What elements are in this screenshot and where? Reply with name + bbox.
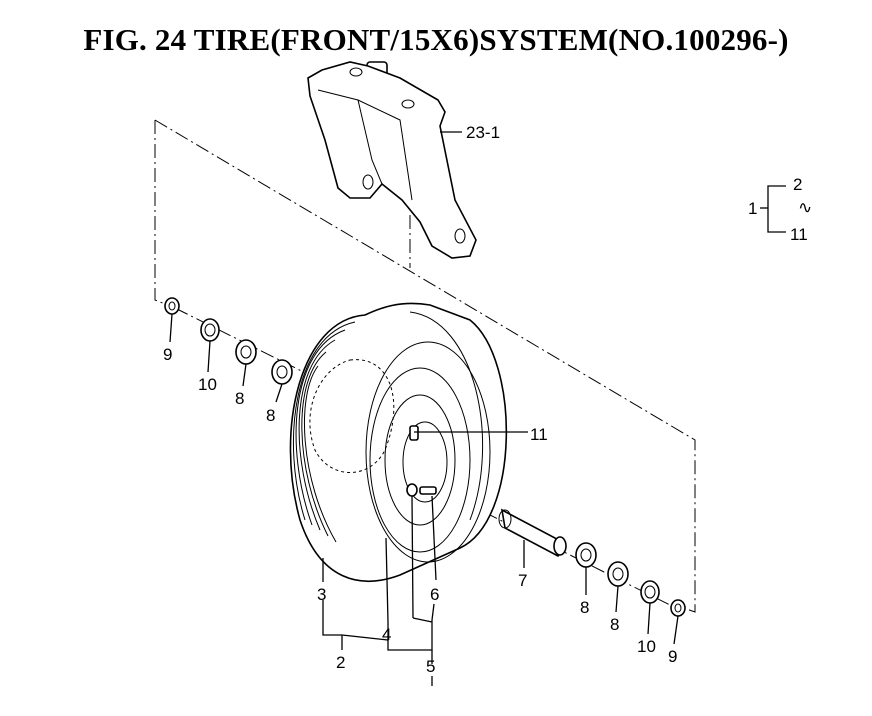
washer-right	[670, 599, 686, 617]
callout-seal-left: 10	[198, 375, 217, 394]
front-fork-bracket	[307, 61, 477, 259]
valve-stem	[409, 425, 419, 441]
callout-tire: 3	[317, 585, 326, 604]
callout-fork-23-1: 23-1	[466, 123, 500, 142]
bearing-right-b	[607, 561, 629, 587]
callout-legend-parent: 1	[748, 199, 757, 218]
figure-title: FIG. 24 TIRE(FRONT/15X6)SYSTEM(NO.100296…	[83, 22, 789, 57]
tire	[289, 302, 508, 582]
callout-bearing-right-a: 8	[580, 598, 589, 617]
seal-right	[640, 580, 660, 604]
bearing-left-a	[235, 339, 257, 365]
callout-legend-bottom: 11	[790, 225, 808, 244]
seal-left	[200, 318, 220, 342]
callout-valve-stem: 11	[530, 425, 548, 444]
washer-left	[164, 297, 180, 315]
callout-axle: 7	[518, 571, 527, 590]
callout-washer-right: 9	[668, 647, 677, 666]
callout-bearing-left-a: 8	[235, 389, 244, 408]
bearing-left-b	[271, 359, 293, 385]
callout-bearing-right-b: 8	[610, 615, 619, 634]
hub-bolt	[406, 483, 437, 497]
callout-hub-assembly: 5	[426, 657, 435, 676]
callout-washer-left: 9	[163, 345, 172, 364]
callout-seal-right: 10	[637, 637, 656, 656]
callout-legend-mid: ∿	[798, 198, 812, 217]
callout-rim: 4	[382, 625, 391, 644]
callout-bolt: 6	[430, 585, 439, 604]
axle-shaft	[498, 508, 567, 558]
bearing-right-a	[575, 542, 597, 568]
callout-bearing-left-b: 8	[266, 406, 275, 425]
leader-lines	[169, 131, 786, 686]
callout-legend-top: 2	[793, 175, 802, 194]
callout-wheel-assembly: 2	[336, 653, 345, 672]
